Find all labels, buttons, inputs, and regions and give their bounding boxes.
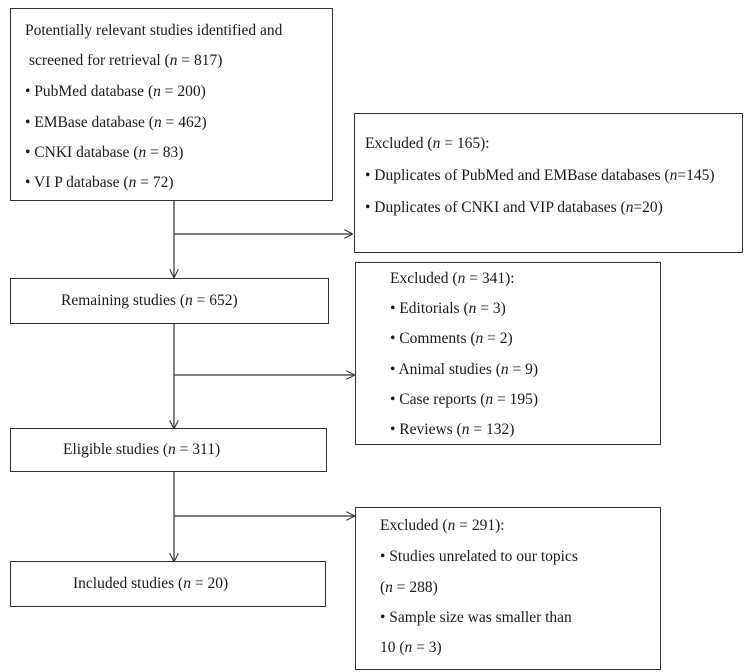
- excluded2-line-5: • Case reports (n = 195): [390, 391, 539, 408]
- excluded3-line-4: • Sample size was smaller than: [380, 609, 572, 626]
- remaining-label: Remaining studies (n = 652): [61, 292, 238, 309]
- identified-line-5: • CNKI database (n = 83): [25, 144, 184, 161]
- identified-line-1: Potentially relevant studies identified …: [25, 22, 283, 39]
- excluded2-line-1: Excluded (n = 341):: [390, 270, 515, 287]
- excluded3-line-3: (n = 288): [380, 579, 438, 596]
- excluded2-line-2: • Editorials (n = 3): [390, 300, 506, 317]
- excluded2-line-4: • Animal studies (n = 9): [390, 361, 539, 378]
- identified-line-4: • EMBase database (n = 462): [25, 114, 207, 131]
- included-box: Included studies (n = 20): [10, 561, 326, 607]
- eligible-box: Eligible studies (n = 311): [10, 428, 327, 472]
- excluded1-line-1: Excluded (n = 165):: [365, 135, 490, 152]
- excluded-types-box: Excluded (n = 341): • Editorials (n = 3)…: [355, 262, 661, 445]
- remaining-box: Remaining studies (n = 652): [10, 278, 329, 324]
- excluded-criteria-box: Excluded (n = 291): • Studies unrelated …: [355, 507, 661, 670]
- identified-line-6: • VI P database (n = 72): [25, 174, 174, 191]
- identified-box: Potentially relevant studies identified …: [10, 8, 333, 201]
- included-label: Included studies (n = 20): [73, 575, 229, 592]
- excluded1-line-3: • Duplicates of CNKI and VIP databases (…: [365, 199, 663, 216]
- excluded3-line-2: • Studies unrelated to our topics: [380, 548, 578, 565]
- excluded2-line-6: • Reviews (n = 132): [390, 421, 515, 438]
- excluded3-line-5: 10 (n = 3): [380, 639, 442, 656]
- identified-line-3: • PubMed database (n = 200): [25, 83, 206, 100]
- identified-line-2: screened for retrieval (n = 817): [29, 52, 223, 69]
- excluded-duplicates-box: Excluded (n = 165): • Duplicates of PubM…: [354, 113, 743, 253]
- excluded3-line-1: Excluded (n = 291):: [380, 517, 505, 534]
- excluded2-line-3: • Comments (n = 2): [390, 330, 513, 347]
- excluded1-line-2: • Duplicates of PubMed and EMBase databa…: [365, 167, 715, 184]
- eligible-label: Eligible studies (n = 311): [63, 441, 221, 458]
